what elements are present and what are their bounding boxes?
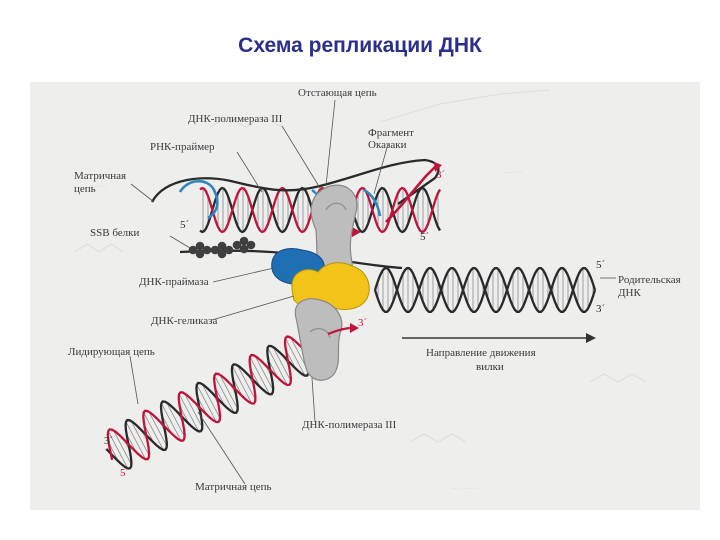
svg-text:··· ·····: ··· ····· <box>450 484 479 495</box>
background-bleed: ····· ······· ··· ····· <box>74 89 647 495</box>
label-lagging-strand: Отстающая цепь <box>298 87 377 99</box>
label-leader-lines <box>129 99 616 485</box>
label-primase: ДНК-праймаза <box>139 276 209 288</box>
base-pair-rung <box>130 420 150 456</box>
end-lead-3mid: 3´ <box>358 317 368 329</box>
base-pair-rung <box>107 430 129 469</box>
ssb-proteins <box>188 236 256 259</box>
label-helicase: ДНК-геликаза <box>151 315 217 327</box>
replication-fork-diagram: ····· ······· ··· ····· <box>30 82 700 510</box>
end-lead-5: 5´ <box>120 467 130 479</box>
base-pair-rung <box>231 365 253 404</box>
label-direction-1: Направление движения <box>426 347 536 359</box>
base-pair-rung <box>201 383 221 419</box>
leading-synthesis-arrowhead <box>350 323 359 333</box>
end-lag-3: 3´ <box>436 169 446 181</box>
dna-helicase <box>291 262 370 311</box>
base-pair-rung <box>148 411 168 447</box>
base-pair-rung <box>196 384 217 423</box>
base-pair-rung <box>237 365 256 400</box>
label-okazaki-1: Фрагмент <box>368 127 414 139</box>
label-polymerase-bottom: ДНК-полимераза III <box>302 419 397 431</box>
base-pair-rung <box>267 347 288 386</box>
leading-strand-helix <box>105 326 328 470</box>
base-pair-rung <box>161 403 182 441</box>
label-direction-2: вилки <box>476 361 504 373</box>
base-pair-rung <box>178 393 200 432</box>
okazaki-fragment <box>385 165 437 223</box>
end-parent-5: 5´ <box>596 259 606 271</box>
label-template-top-1: Матричная <box>74 170 126 182</box>
base-pair-rung <box>125 421 146 460</box>
base-pair-rung <box>219 374 239 410</box>
label-polymerase-top: ДНК-полимераза III <box>188 113 283 125</box>
label-leading-strand: Лидирующая цепь <box>68 346 155 358</box>
base-pair-rung <box>184 393 203 428</box>
base-pair-rung <box>113 430 132 465</box>
label-template-top-2: цепь <box>74 183 96 195</box>
label-template-bottom: Матричная цепь <box>195 481 272 493</box>
dna-polymerase-iii-lower <box>294 298 343 381</box>
slide-title: Схема репликации ДНК <box>238 34 482 57</box>
base-pair-rung <box>249 356 270 395</box>
label-parent-1: Родительская <box>618 274 681 286</box>
rna-primer-upper <box>178 179 219 220</box>
svg-text:·······: ······· <box>500 168 523 179</box>
label-rna-primer: РНК-праймер <box>150 141 215 153</box>
base-pair-rung <box>254 355 274 391</box>
diagram-svg: ····· ······· ··· ····· <box>68 87 681 495</box>
template-loop <box>150 158 440 205</box>
end-parent-3: 3´ <box>596 303 606 315</box>
okazaki-arrowhead <box>434 162 442 172</box>
base-pair-rung <box>272 346 292 382</box>
label-ssb: SSB белки <box>90 227 139 239</box>
parent-dna-helix <box>373 267 597 313</box>
base-pair-rung <box>143 412 164 451</box>
base-pair-rung <box>285 338 306 376</box>
base-pair-rung <box>214 375 235 413</box>
label-parent-2: ДНК <box>618 287 641 299</box>
rna-primer-right <box>363 188 382 217</box>
base-pair-rung <box>166 402 185 437</box>
end-lead-3: 3´ <box>104 435 114 447</box>
fork-direction-arrowhead <box>586 333 596 343</box>
svg-text:·····: ····· <box>90 182 107 193</box>
end-top-5: 5´ <box>180 219 190 231</box>
end-lag-5: 5´ <box>420 231 430 243</box>
label-okazaki-2: Оказаки <box>368 139 407 151</box>
lagging-synthesis-arrowhead <box>352 227 361 237</box>
